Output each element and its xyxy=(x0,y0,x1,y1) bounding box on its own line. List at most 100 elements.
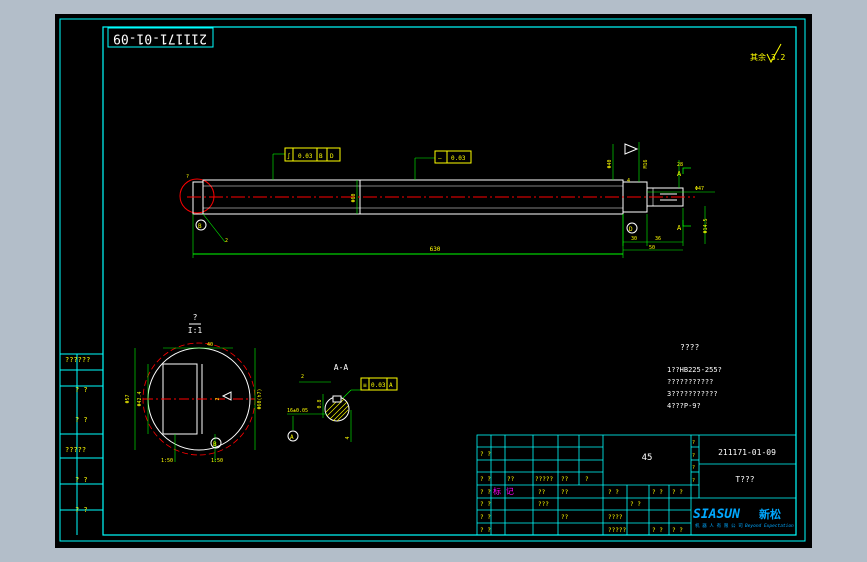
m16-text: M16 xyxy=(643,159,649,168)
title-block xyxy=(476,434,797,536)
tol1-datum: B xyxy=(319,153,323,160)
tolerance-frame-3 xyxy=(360,377,398,391)
sec-left-dim: 0.8 xyxy=(317,399,323,408)
logo-cn: 新松 xyxy=(759,507,781,521)
total-length-text: 630 xyxy=(430,246,441,253)
tb-cell-f: ? ? xyxy=(608,489,619,496)
section-arrow-top: A xyxy=(677,170,682,178)
section-a-a: A-A 0.8 2 4 16±0.05 A ≡ 0.03 A xyxy=(287,363,398,442)
circle-bottom-l: 1:50 xyxy=(161,458,173,464)
circle-top-dim: 40 xyxy=(207,342,213,348)
side-small-text: 4 xyxy=(627,178,630,184)
sidebar-row-5: ? ? xyxy=(75,476,88,484)
top-len-text: 28 xyxy=(677,162,683,168)
drawing-code-text: 211171-01-09 xyxy=(718,448,776,457)
circle-r: Φ60(h7) xyxy=(257,388,263,409)
logo-sub2: Beyond Expectation xyxy=(745,523,794,529)
tol1-value: 0.03 xyxy=(298,153,313,160)
datum-b-detail: B xyxy=(213,441,217,448)
tb-mid-2: ????? xyxy=(535,476,553,483)
circle-bottom-r: 1:50 xyxy=(211,458,223,464)
tb-row-4: ? ? xyxy=(480,501,491,508)
tb-mid-1: ?? xyxy=(507,476,515,483)
part-name-text: T??? xyxy=(735,475,754,484)
datum-d-right: D xyxy=(629,226,633,233)
tol2-symbol: — xyxy=(438,155,442,162)
datum-b-left: B xyxy=(198,223,202,230)
tb-r1-2: ? xyxy=(692,453,695,459)
end-dia-text: Φ40 xyxy=(607,159,613,168)
leader-note-left: 2 xyxy=(225,238,228,244)
tb-row-2: ? ? xyxy=(480,476,491,483)
sidebar-row-3: ? ? xyxy=(75,416,88,424)
tol3-symbol: ≡ xyxy=(363,382,367,389)
h-dim-text: Φ47 xyxy=(695,186,704,192)
sidebar-row-6: ? ? xyxy=(75,506,88,514)
tb-r1-3: ? xyxy=(692,465,695,471)
tolerance-frame-2 xyxy=(434,150,472,164)
circle-h1: Φ42.4 xyxy=(137,391,143,406)
roughness-text: 其余 3.2 xyxy=(750,52,785,62)
section-arrow-bottom: A xyxy=(677,224,682,232)
stamp-label: 标 记 xyxy=(493,486,514,496)
sec-diag-dim: 16±0.05 xyxy=(287,408,308,414)
sidebar-row-2: ? ? xyxy=(75,386,88,394)
section-label: A-A xyxy=(334,363,349,372)
notes-title: ???? xyxy=(680,343,699,352)
tb-mid-3: ?? xyxy=(561,476,569,483)
detail-circle xyxy=(179,178,215,214)
note-line-2: ??????????? xyxy=(667,378,713,386)
tb-cell-d: ?? xyxy=(561,514,569,521)
note-line-3: 3??????????? xyxy=(667,390,718,398)
left-sidebar: ?????? ? ? ? ? ????? ? ? ? ? xyxy=(60,353,103,535)
sec-bottom-dim: 4 xyxy=(345,436,351,439)
detail-view: ? I:1 Φ42.4 Φ57 40 Φ60(h7) 2 1:50 1:50 B xyxy=(125,313,263,464)
v-dim-text: Φ14.5 xyxy=(703,218,709,233)
tb-cell-b: ?? xyxy=(561,489,569,496)
inner-frame xyxy=(102,26,797,536)
sidebar-row-1: ?????? xyxy=(65,356,90,364)
tb-cell-h: ? ? xyxy=(672,489,683,496)
outer-frame xyxy=(59,18,806,542)
tol3-value: 0.03 xyxy=(371,382,386,389)
circle-h2: Φ57 xyxy=(125,394,131,403)
tb-row-6: ? ? xyxy=(480,527,491,534)
tol2-value: 0.03 xyxy=(451,155,466,162)
sec-top-dim: 2 xyxy=(301,374,304,380)
tb-row-1: ? ? xyxy=(480,451,491,458)
tb-row-5: ? ? xyxy=(480,514,491,521)
tb-row-3: ? ? xyxy=(480,489,491,496)
end-len-3: 50 xyxy=(649,245,655,251)
logo-text: SIASUN xyxy=(693,507,740,522)
tb-cell-c: ??? xyxy=(538,501,549,508)
cad-viewport[interactable]: 211171-01-09 其余 3.2 ?????? ? ? ? ? ?????… xyxy=(55,14,812,548)
shaft-main-view: 630 Φ60 ? 2 B ∫ 0.03 B D — 0.03 Φ40 M16 xyxy=(179,142,715,258)
end-len-1: 30 xyxy=(631,236,637,242)
roughness-symbol xyxy=(766,43,782,64)
note-line-1: 1??HB225-255? xyxy=(667,366,722,374)
drawing-canvas: 211171-01-09 其余 3.2 ?????? ? ? ? ? ?????… xyxy=(59,18,806,542)
title-block-text: 45 211171-01-09 T??? ? ? ? ? ? ? ? ? ? ?… xyxy=(480,440,794,534)
tb-cell-e: ???? xyxy=(608,514,623,521)
material-text: 45 xyxy=(642,453,653,463)
code-block-frame xyxy=(107,27,214,48)
tolerance-frame-1 xyxy=(284,147,341,162)
sidebar-row-4: ????? xyxy=(65,446,86,454)
tb-cell-a: ?? xyxy=(538,489,546,496)
tb-r1-4: ? xyxy=(692,478,695,484)
logo-sub1: 机 器 人 有 限 公 司 xyxy=(695,522,743,529)
tol3-datum: A xyxy=(389,382,393,389)
tb-cell-i: ? ? xyxy=(630,501,641,508)
end-len-2: 36 xyxy=(655,236,661,242)
tb-cell-j: ? ? xyxy=(652,527,663,534)
circle-mid-dim: 2 xyxy=(215,397,221,400)
detail-label-bottom: I:1 xyxy=(188,326,203,335)
tol1-symbol: ∫ xyxy=(287,152,291,160)
tb-mid-4: ? xyxy=(585,476,589,483)
shaft-dia-text: Φ60 xyxy=(351,193,357,202)
technical-notes: ???? 1??HB225-255? ??????????? 3????????… xyxy=(667,343,722,410)
code-block-text: 211171-01-09 xyxy=(113,31,207,46)
tb-r1-1: ? xyxy=(692,440,695,446)
datum-a-section: A xyxy=(290,434,294,441)
tb-cell-g: ? ? xyxy=(652,489,663,496)
